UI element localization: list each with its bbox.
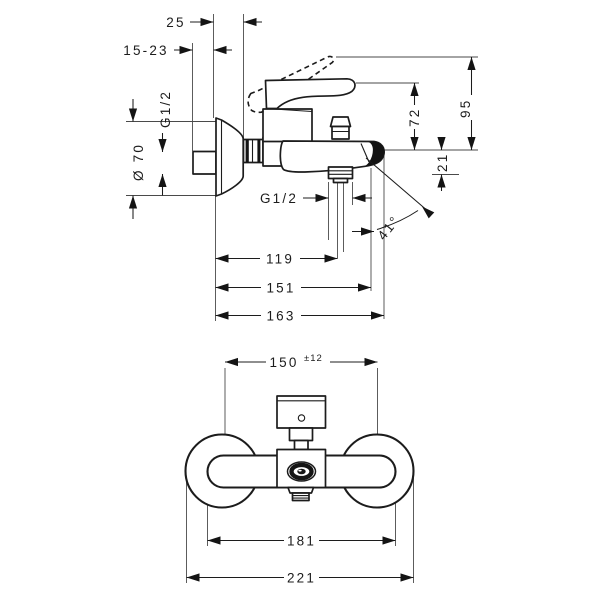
angle-41-label: 41°	[375, 212, 403, 243]
mixer-body-side	[262, 108, 313, 143]
dim-72-label: 72	[407, 108, 422, 127]
lever-closed	[264, 77, 356, 110]
diverter-knob-side	[329, 116, 352, 140]
dim-150-tolerance: ±12	[304, 353, 323, 364]
dim-25: 25	[166, 15, 262, 30]
dim-163-label: 163	[266, 308, 295, 323]
side-view: 25 15-23 Ø 70 G1/2	[123, 14, 478, 323]
lever-body-split-line	[265, 107, 313, 113]
dim-119: 119	[215, 251, 338, 266]
dim-150-label: 150	[269, 355, 298, 370]
dim-21-label: 21	[435, 153, 450, 172]
dim-25-label: 25	[166, 15, 185, 30]
dim-150: 150 ±12	[225, 353, 378, 370]
thread-shower-label: G1/2	[260, 191, 298, 206]
dim-15-23: 15-23	[123, 43, 232, 58]
label-thread-wall: G1/2	[158, 90, 173, 196]
handle-front	[276, 395, 327, 429]
shower-outlet-front	[287, 486, 315, 502]
dim-221: 221	[186, 570, 414, 585]
label-thread-shower: G1/2	[260, 191, 372, 206]
front-view: 150 ±12 181 221	[184, 353, 415, 585]
wall-inlet-pipe	[192, 150, 217, 175]
dim-181-label: 181	[287, 533, 316, 548]
dim-dia-70-label: Ø 70	[131, 143, 146, 181]
union-nut	[242, 138, 264, 164]
dim-dia-70: Ø 70	[128, 99, 146, 219]
diverter-stem-front	[288, 427, 314, 451]
dim-95-label: 95	[458, 99, 473, 118]
dim-119-label: 119	[266, 251, 294, 266]
dim-21: 21	[435, 137, 450, 191]
dim-15-23-label: 15-23	[123, 43, 169, 58]
dim-151-label: 151	[266, 280, 295, 295]
handle-screw-hole	[297, 414, 306, 422]
side-view-extension-lines	[126, 14, 478, 321]
escutcheon-cone	[215, 117, 245, 197]
dim-95: 95	[458, 57, 476, 150]
dim-181: 181	[207, 533, 396, 548]
lever-open-dashed	[247, 55, 335, 114]
dim-163: 163	[215, 308, 384, 323]
dim-151: 151	[215, 280, 371, 295]
aerator-front	[286, 461, 317, 482]
shower-outlet-side	[327, 166, 354, 184]
dim-72: 72	[407, 83, 422, 150]
dim-221-label: 221	[287, 570, 316, 585]
thread-wall-label: G1/2	[158, 90, 173, 128]
faucet-side-profile	[192, 55, 386, 197]
spout-outlet-dark	[365, 141, 385, 167]
